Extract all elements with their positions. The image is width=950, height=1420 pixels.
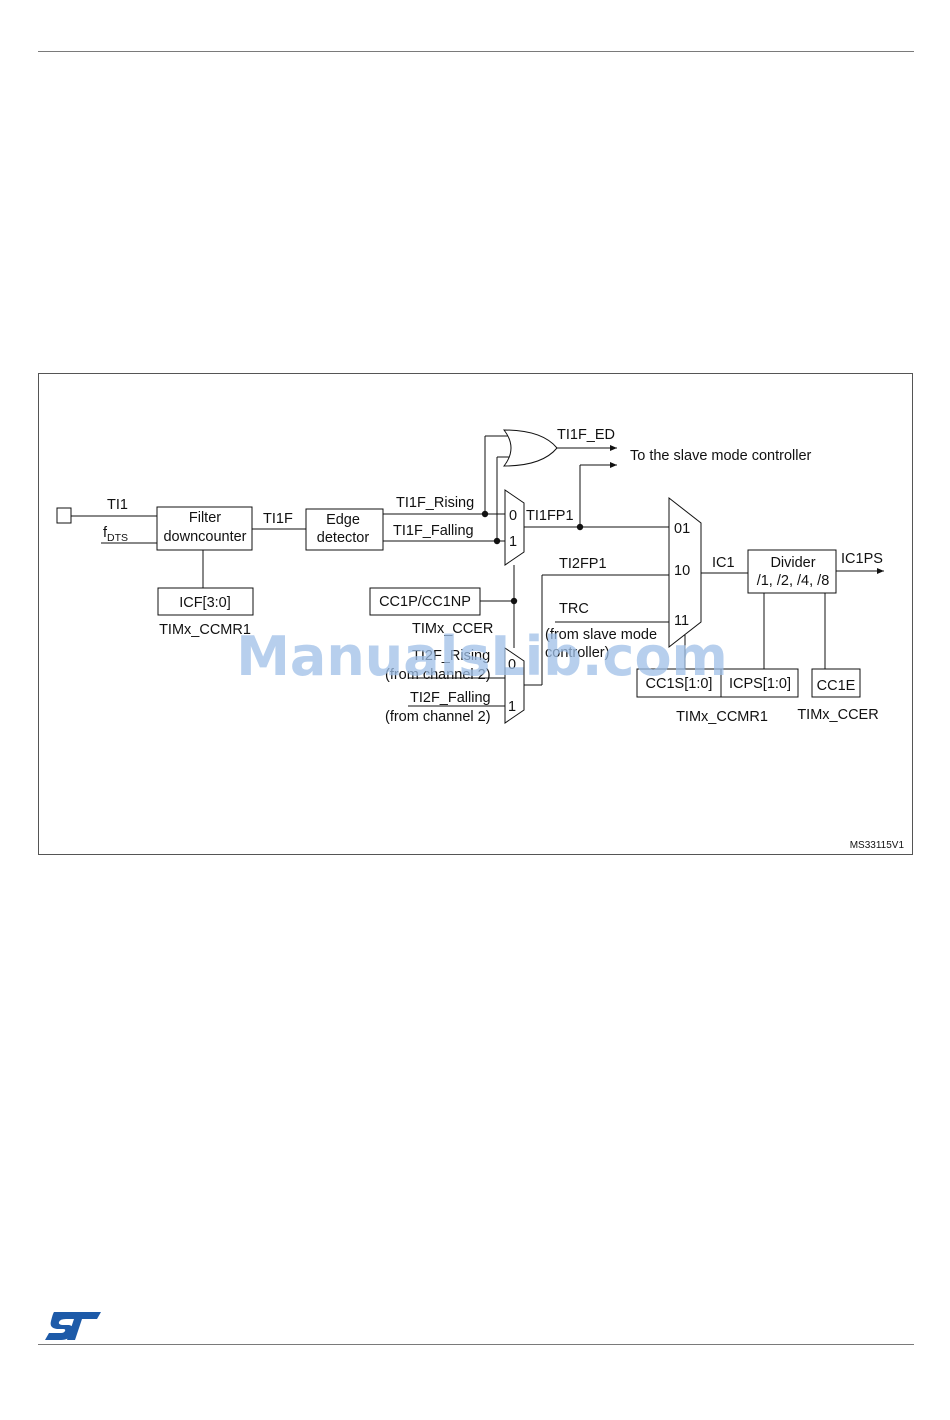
slave-mode-label: To the slave mode controller bbox=[630, 448, 812, 464]
ti1-label: TI1 bbox=[107, 497, 128, 513]
ic1-label: IC1 bbox=[712, 555, 735, 571]
junction-dot bbox=[576, 523, 584, 531]
ti2fp1-label: TI2FP1 bbox=[559, 556, 607, 572]
cc1s-register-box bbox=[636, 668, 722, 698]
ti2f-falling-note: (from channel 2) bbox=[385, 709, 491, 725]
ti1-pin bbox=[56, 507, 72, 524]
ccmr1-right-label: TIMx_CCMR1 bbox=[676, 709, 768, 725]
mux2-input-1: 1 bbox=[508, 699, 516, 715]
junction-dot bbox=[481, 510, 489, 518]
edge-detector-label-1: Edge bbox=[326, 512, 360, 528]
watermark: ManualsLib.com bbox=[236, 625, 728, 688]
filter-label-2: downcounter bbox=[163, 529, 246, 545]
divider-box bbox=[747, 549, 837, 594]
main-mux-input-11: 11 bbox=[674, 613, 689, 629]
fdts-label: fDTS bbox=[103, 525, 128, 544]
mux1-input-0: 0 bbox=[509, 508, 517, 524]
divider-label-1: Divider bbox=[770, 555, 815, 571]
cc1p-label: CC1P/CC1NP bbox=[379, 594, 471, 610]
divider-label-2: /1, /2, /4, /8 bbox=[757, 573, 830, 589]
header-rule bbox=[38, 51, 914, 52]
or-gate bbox=[502, 429, 558, 467]
ti2f-rising-note: (from channel 2) bbox=[385, 667, 491, 683]
edge-detector-label-2: detector bbox=[317, 530, 370, 546]
polarity-mux-ti1 bbox=[504, 489, 525, 566]
ic1ps-label: IC1PS bbox=[841, 551, 883, 567]
diagram-frame bbox=[38, 373, 913, 855]
icps-label: ICPS[1:0] bbox=[729, 676, 791, 692]
trc-label: TRC bbox=[559, 601, 589, 617]
cc1e-label: CC1E bbox=[817, 678, 856, 694]
ti1fp1-label: TI1FP1 bbox=[526, 508, 574, 524]
input-select-mux bbox=[668, 496, 702, 649]
filter-downcounter-box bbox=[156, 506, 253, 551]
filter-label-1: Filter bbox=[189, 510, 221, 526]
junction-dot bbox=[510, 597, 518, 605]
ti1f-rising-label: TI1F_Rising bbox=[396, 495, 474, 511]
cc1e-register-box bbox=[811, 668, 861, 698]
footer-rule bbox=[38, 1344, 914, 1345]
trc-note-1: (from slave mode bbox=[545, 627, 657, 643]
ti2f-rising-label: TI2F_Rising bbox=[412, 648, 490, 664]
cc1p-register-box bbox=[369, 587, 481, 616]
icps-register-box bbox=[720, 668, 799, 698]
ti1f-falling-label: TI1F_Falling bbox=[393, 523, 474, 539]
ccer-right-label: TIMx_CCER bbox=[797, 707, 878, 723]
st-logo-icon bbox=[45, 1312, 101, 1340]
edge-detector-box bbox=[305, 508, 384, 551]
ti1f-ed-label: TI1F_ED bbox=[557, 427, 615, 443]
trc-note-2: controller) bbox=[545, 645, 609, 661]
icf-register-box bbox=[157, 587, 254, 616]
junction-dot bbox=[493, 537, 501, 545]
ccer-cc1p-label: TIMx_CCER bbox=[412, 621, 493, 637]
main-mux-input-01: 01 bbox=[674, 521, 690, 537]
figure-reference: MS33115V1 bbox=[850, 840, 905, 851]
icf-label: ICF[3:0] bbox=[179, 595, 231, 611]
ti1f-label: TI1F bbox=[263, 511, 293, 527]
polarity-mux-ti2 bbox=[504, 647, 525, 724]
cc1s-label: CC1S[1:0] bbox=[646, 676, 713, 692]
main-mux-input-10: 10 bbox=[674, 563, 690, 579]
mux2-input-0: 0 bbox=[508, 657, 516, 673]
ti2f-falling-label: TI2F_Falling bbox=[410, 690, 491, 706]
ccmr1-icf-label: TIMx_CCMR1 bbox=[159, 622, 251, 638]
mux1-input-1: 1 bbox=[509, 534, 517, 550]
